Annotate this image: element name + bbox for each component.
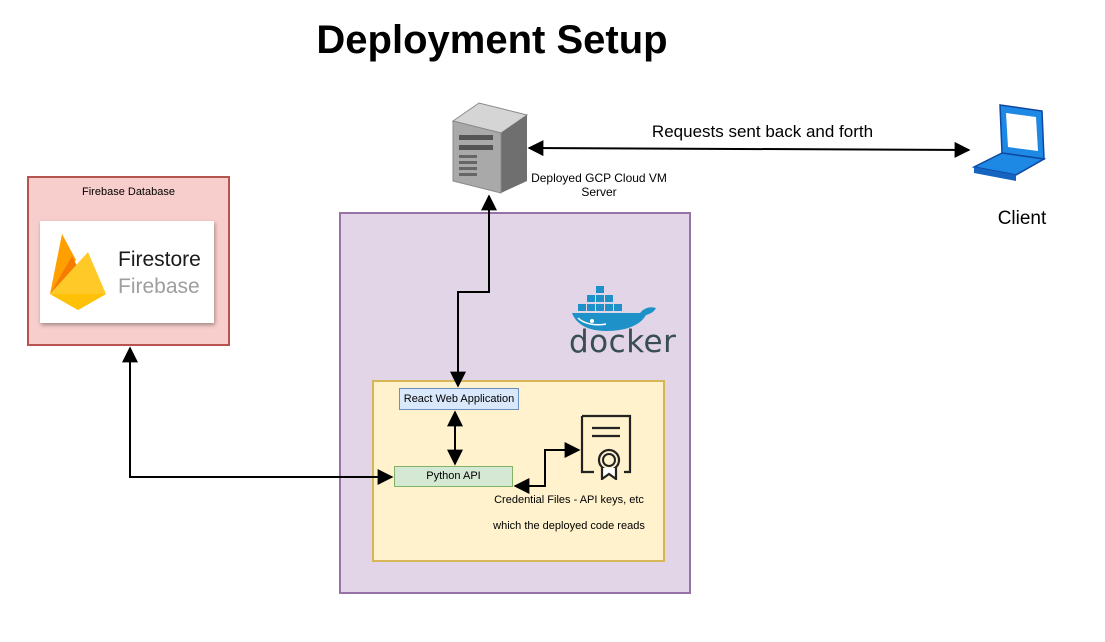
react-web-application-node[interactable]: React Web Application	[399, 388, 519, 410]
python-credentials-connector	[513, 442, 581, 494]
diagram-title: Deployment Setup	[316, 18, 668, 62]
server-react-connector	[450, 194, 497, 388]
firebase-flame-icon	[50, 234, 106, 310]
client-label: Client	[997, 208, 1047, 229]
certificate-icon	[580, 414, 632, 480]
server-client-connector	[527, 140, 971, 158]
firebase-database-caption: Firebase Database	[82, 186, 175, 198]
gcp-vm-label: Deployed GCP Cloud VM Server	[522, 171, 676, 199]
docker-whale-icon	[572, 286, 656, 331]
credential-files-description: which the deployed code reads	[493, 520, 645, 532]
server-icon	[451, 102, 529, 194]
laptop-icon	[971, 104, 1047, 181]
gcp-vm-label-line2: Server	[581, 185, 617, 199]
gcp-vm-label-line1: Deployed GCP Cloud VM	[531, 171, 667, 185]
firebase-brand-label: Firebase	[118, 275, 200, 298]
firestore-label: Firestore	[118, 248, 201, 271]
python-api-node[interactable]: Python API	[394, 466, 513, 487]
firebase-python-connector	[122, 346, 394, 485]
docker-wordmark: docker	[569, 324, 677, 360]
credential-files-label: Credential Files - API keys, etc	[494, 494, 644, 506]
requests-connection-label: Requests sent back and forth	[651, 122, 874, 141]
